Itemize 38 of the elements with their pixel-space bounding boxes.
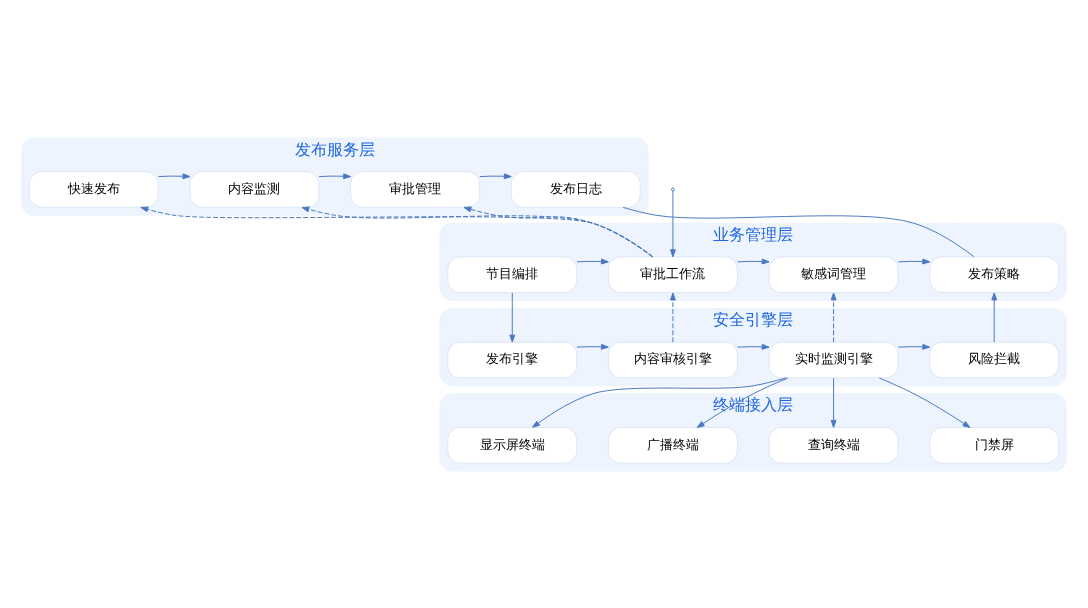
arrow [878,377,971,428]
arrow [318,172,352,179]
arrow [897,343,931,350]
node-box: 实时监测引擎 [768,341,899,378]
node-box: 发布策略 [929,255,1060,293]
node-box: 门禁屏 [929,426,1060,464]
arrow [140,205,654,257]
arrow [463,205,653,257]
node-box: 快速发布 [28,170,159,208]
connector [622,206,975,257]
node-box: 广播终端 [607,426,738,464]
node-box: 节目编排 [447,255,578,293]
node-box: 发布日志 [510,170,641,208]
arrow [830,377,837,428]
node-box: 发布引擎 [447,341,578,378]
arrow [576,343,609,350]
arrow [576,258,609,264]
arrow [532,376,787,428]
node-box: 敏感词管理 [768,255,899,293]
arrow [737,343,770,350]
arrow [830,292,837,343]
arrow [157,172,191,179]
node-box: 审批管理 [350,170,481,208]
node-box: 内容监测 [189,170,320,208]
arrow [670,190,676,257]
arrow [696,377,789,428]
node-box: 审批工作流 [607,255,738,293]
arrow [991,292,998,343]
arrow [897,258,931,264]
node-box: 查询终端 [768,426,899,464]
arrow [509,292,516,343]
arrow [301,206,654,257]
node-box: 内容审核引擎 [607,341,738,378]
arrow [670,292,676,343]
arrow [479,172,512,179]
node-box: 风险拦截 [929,341,1060,378]
node-box: 显示屏终端 [447,426,578,464]
arrow [737,258,770,264]
